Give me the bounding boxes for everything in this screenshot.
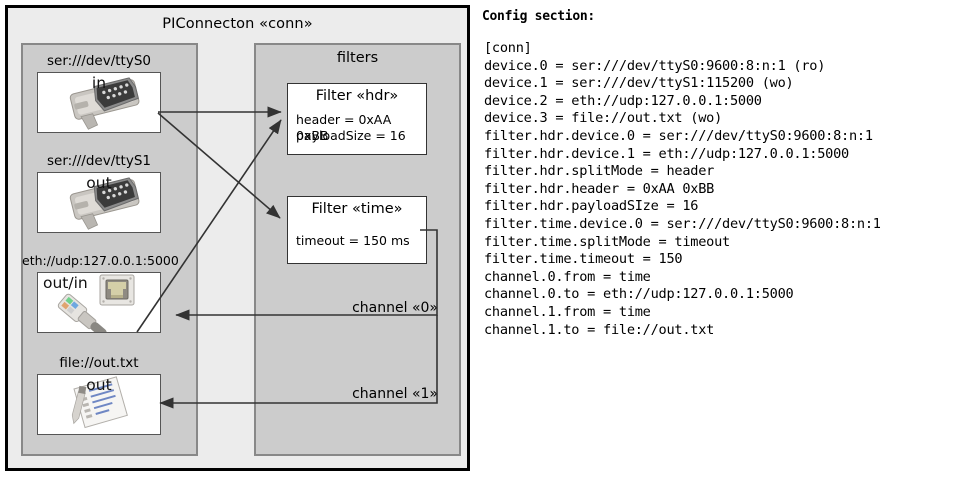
device-box: out/in <box>37 272 161 333</box>
filter-node-time[interactable]: Filter «time» timeout = 150 ms <box>287 196 427 264</box>
filter-property: timeout = 150 ms <box>296 233 410 248</box>
serial-port-icon <box>69 77 140 130</box>
device-node-ttys0[interactable]: ser:///dev/ttyS0 in <box>37 53 161 135</box>
device-box: out <box>37 374 161 435</box>
device-node-eth[interactable]: eth://udp:127.0.0.1:5000 out/in <box>22 253 179 335</box>
device-label: eth://udp:127.0.0.1:5000 <box>22 253 179 268</box>
device-direction: in <box>91 74 107 92</box>
ethernet-jack-icon <box>57 274 135 332</box>
channel-0-label: channel «0» <box>352 300 438 316</box>
device-label: file://out.txt <box>59 355 139 371</box>
channel-1-label: channel «1» <box>352 386 438 402</box>
piconnector-diagram-frame: PIConnecton «conn» filters ser:///dev/tt… <box>5 5 470 471</box>
diagram-title: PIConnecton «conn» <box>162 16 313 32</box>
device-box: in <box>37 72 161 133</box>
device-node-ttys1[interactable]: ser:///dev/ttyS1 out <box>37 153 161 235</box>
filter-property: header = 0xAA 0xBB <box>296 112 392 143</box>
config-heading: Config section: <box>482 9 595 24</box>
filter-property: payloadSize = 16 <box>296 128 406 143</box>
filter-title: Filter «hdr» <box>315 88 399 104</box>
device-direction: out <box>86 376 112 394</box>
config-section: Config section: [conn] device.0 = ser://… <box>482 6 960 476</box>
config-text: [conn] device.0 = ser:///dev/ttyS0:9600:… <box>484 40 881 338</box>
device-direction: out/in <box>43 274 88 292</box>
filter-title: Filter «time» <box>311 201 403 217</box>
device-box: out <box>37 172 161 233</box>
device-label: ser:///dev/ttyS1 <box>47 153 151 169</box>
device-node-file[interactable]: file://out.txt out <box>37 355 161 437</box>
text-file-icon <box>71 376 128 429</box>
filters-panel-title: filters <box>336 50 379 66</box>
device-direction: out <box>86 174 112 192</box>
filter-node-hdr[interactable]: Filter «hdr» header = 0xAA 0xBB payloadS… <box>287 83 427 155</box>
device-label: ser:///dev/ttyS0 <box>47 53 151 69</box>
